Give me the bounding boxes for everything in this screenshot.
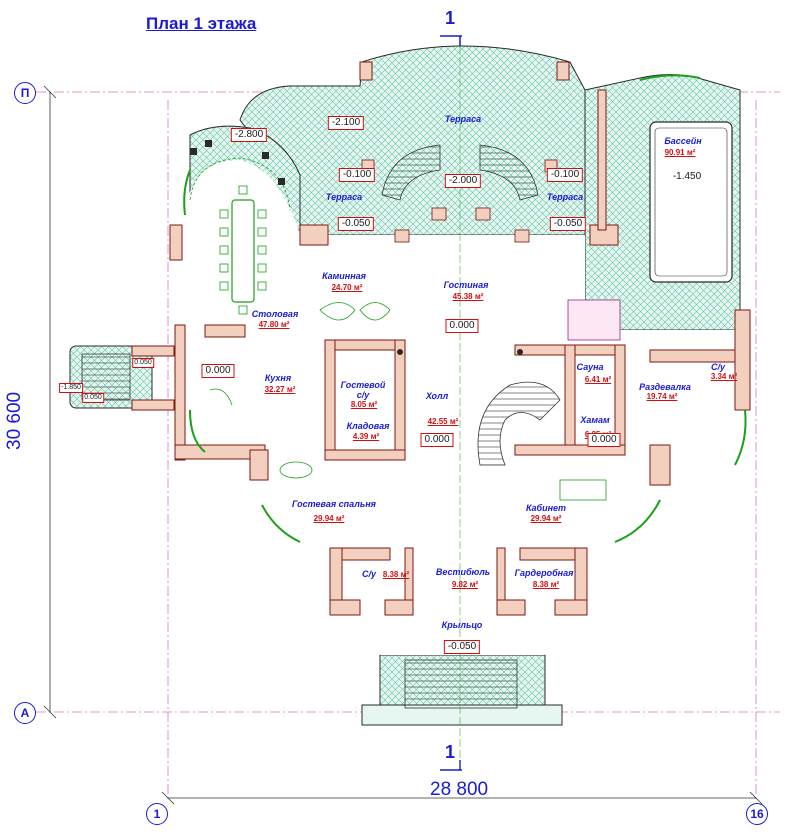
room-name: Кабинет (525, 503, 567, 513)
room-name: Гостевой с/у (340, 380, 386, 400)
level-mark: -0.100 (338, 168, 376, 182)
level-mark: 0.050 (82, 393, 104, 403)
level-mark: -2.100 (327, 116, 365, 130)
room-name: Кладовая (346, 421, 390, 431)
room-area: 29.94 м² (313, 514, 345, 523)
interior-floor (175, 160, 750, 655)
room-area: 9.82 м² (451, 580, 479, 589)
room-name: Гардеробная (514, 568, 574, 578)
dimension-lines (43, 85, 763, 805)
level-mark: -1.450 (668, 170, 706, 184)
axis-label-bottom: А (14, 702, 36, 724)
room-area: 47.80 м² (258, 320, 290, 329)
room-name: С/у (710, 362, 726, 372)
level-mark: -0.050 (443, 640, 481, 654)
dining-table (189, 157, 291, 315)
room-area: 42.55 м² (427, 417, 459, 426)
room-area: 45.38 м² (452, 292, 484, 301)
room-name: Терраса (546, 192, 584, 202)
room-area: 8.05 м² (350, 400, 378, 409)
page-title: План 1 этажа (146, 14, 257, 33)
section-label-bottom: 1 (445, 742, 456, 762)
room-area: 19.74 м² (646, 392, 678, 401)
room-name: Холл (425, 391, 449, 401)
dimension-width: 28 800 (430, 779, 489, 800)
room-name: Столовая (251, 309, 299, 319)
level-mark: 0.000 (587, 433, 621, 447)
room-area: 3.34 м² (710, 372, 738, 381)
room-name: Раздевалка (639, 382, 691, 392)
room-name: Кухня (264, 373, 292, 383)
windows (183, 74, 747, 543)
pool (649, 121, 733, 283)
room-name: Каминная (322, 271, 366, 281)
columns (190, 140, 523, 355)
room-area: 8.38 м² (532, 580, 560, 589)
level-mark: -0.050 (337, 217, 375, 231)
room-area: 24.70 м² (331, 283, 363, 292)
level-mark: 0.000 (201, 364, 235, 378)
walls (131, 61, 751, 616)
room-name: Гостевая спальня (292, 499, 376, 509)
furniture (209, 302, 607, 501)
axis-label-right: 16 (746, 803, 768, 825)
room-name: Гостиная (443, 280, 489, 290)
room-area: 32.27 м² (264, 385, 296, 394)
room-name: Крыльцо (441, 620, 483, 630)
level-mark: -1.850 (59, 383, 83, 393)
room-name: Терраса (444, 114, 482, 124)
stairs (81, 144, 621, 709)
room-name: Сауна (576, 362, 604, 372)
dimension-height: 30 600 (4, 391, 25, 450)
axis-label-top: П (14, 82, 36, 104)
room-area: 29.94 м² (530, 514, 562, 523)
room-area: 8.38 м² (382, 570, 410, 579)
room-area: 6.41 м² (584, 375, 612, 384)
level-mark: 0.000 (420, 433, 454, 447)
level-mark: -2.800 (230, 128, 268, 142)
room-name: С/у (361, 569, 377, 579)
room-name: Бассейн (664, 136, 702, 146)
axis-label-left: 1 (146, 803, 168, 825)
level-mark: -0.100 (546, 168, 584, 182)
level-mark: 0.050 (132, 358, 154, 368)
room-name: Вестибюль (435, 567, 491, 577)
section-label-top: 1 (445, 8, 456, 28)
level-mark: -0.050 (549, 217, 587, 231)
room-area: 4.39 м² (352, 432, 380, 441)
room-name: Хамам (580, 415, 610, 425)
room-area: 90.91 м² (664, 148, 696, 157)
room-name: Терраса (325, 192, 363, 202)
level-mark: -2.000 (444, 174, 482, 188)
level-mark: 0.000 (445, 319, 479, 333)
